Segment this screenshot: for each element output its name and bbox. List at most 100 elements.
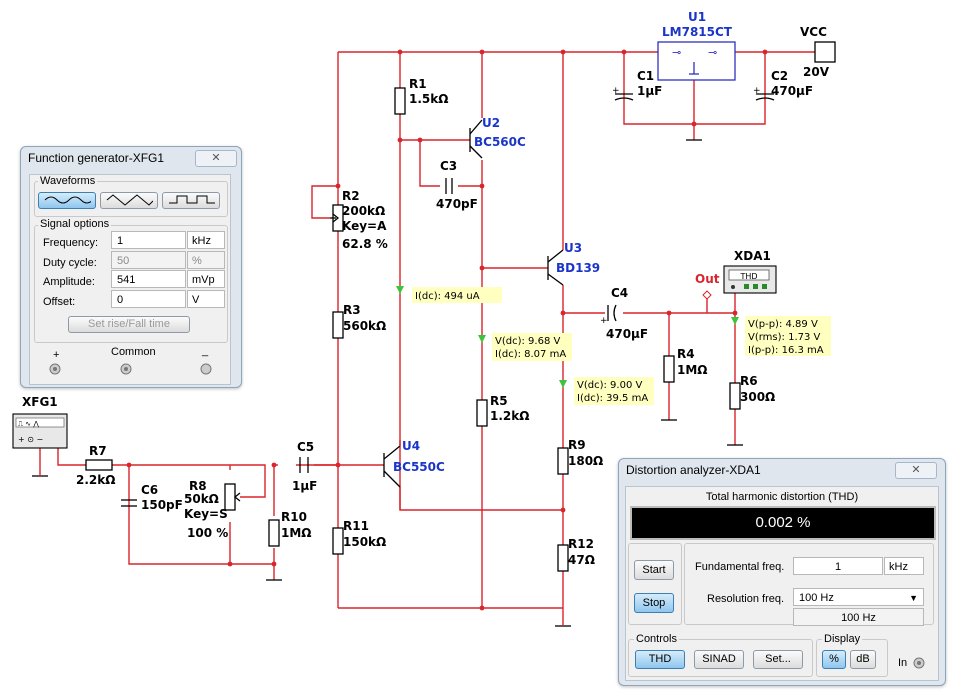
- c2-ref: C2: [771, 69, 788, 83]
- capacitor-c5[interactable]: [299, 457, 309, 473]
- resistor-r3[interactable]: [332, 311, 344, 339]
- frequency-input[interactable]: 1: [111, 231, 186, 249]
- probe-3-box: [574, 377, 654, 405]
- resistor-r6[interactable]: [729, 382, 741, 410]
- function-generator-titlebar[interactable]: Function generator-XFG1 ✕: [21, 147, 241, 169]
- function-generator-icon[interactable]: ⎍ ∿ ⋀ + ⊙ −: [12, 413, 68, 449]
- resistor-r10[interactable]: [268, 519, 280, 547]
- capacitor-c1[interactable]: +: [612, 86, 634, 101]
- resolution-freq-selected: 100 Hz: [799, 592, 834, 604]
- fundamental-freq-input[interactable]: 1: [793, 557, 883, 575]
- frequency-unit-select[interactable]: kHz: [187, 231, 225, 249]
- percent-button[interactable]: %: [822, 650, 846, 669]
- waveforms-group: [34, 181, 228, 217]
- c3-value: 470pF: [436, 197, 478, 211]
- duty-cycle-label: Duty cycle:: [43, 257, 97, 269]
- thd-reading: 0.002 %: [755, 514, 811, 531]
- close-button[interactable]: ✕: [895, 462, 937, 479]
- terminal-connectors: [49, 363, 212, 375]
- c5-ref: C5: [297, 440, 314, 454]
- probe-arrow: [396, 286, 404, 294]
- set-rise-fall-button[interactable]: Set rise/Fall time: [68, 316, 190, 333]
- close-button[interactable]: ✕: [195, 150, 237, 167]
- capacitor-c2[interactable]: +: [753, 86, 775, 101]
- thd-heading: Total harmonic distortion (THD): [705, 491, 859, 503]
- amplitude-input[interactable]: 541: [111, 270, 186, 288]
- offset-input[interactable]: 0: [111, 290, 186, 308]
- db-button[interactable]: dB: [850, 650, 876, 669]
- fundamental-freq-label: Fundamental freq.: [695, 561, 785, 573]
- resistor-r11[interactable]: [332, 527, 344, 555]
- c1-value: 1µF: [637, 84, 662, 98]
- r1-value: 1.5kΩ: [409, 92, 448, 106]
- r12-ref: R12: [568, 537, 594, 551]
- regulator-u1[interactable]: ⊸ ⊸: [657, 41, 736, 81]
- resistor-r4[interactable]: [663, 355, 675, 383]
- xda1-ref: XDA1: [734, 249, 771, 263]
- r5-value: 1.2kΩ: [490, 409, 529, 423]
- amplitude-unit-select[interactable]: mVp: [187, 270, 225, 288]
- sine-wave-button[interactable]: [38, 192, 96, 209]
- input-terminal-connector[interactable]: [911, 655, 927, 671]
- r4-ref: R4: [677, 347, 695, 361]
- amplitude-label: Amplitude:: [43, 276, 95, 288]
- distortion-analyzer-window[interactable]: Distortion analyzer-XDA1 ✕ Total harmoni…: [618, 458, 946, 686]
- r1-ref: R1: [409, 77, 427, 91]
- r3-ref: R3: [343, 303, 361, 317]
- u3-part: BD139: [556, 261, 600, 275]
- c6-ref: C6: [141, 483, 158, 497]
- r6-ref: R6: [740, 374, 758, 388]
- offset-unit-select[interactable]: V: [187, 290, 225, 308]
- resistor-r7[interactable]: [85, 459, 113, 471]
- r8-value: 50kΩ: [184, 492, 219, 506]
- c4-ref: C4: [611, 286, 628, 300]
- fundamental-freq-unit[interactable]: kHz: [884, 557, 924, 575]
- resolution-freq-readout: 100 Hz: [793, 608, 924, 626]
- c4-value: 470µF: [606, 327, 648, 341]
- controls-group: [628, 639, 813, 677]
- transistor-u2[interactable]: [469, 119, 483, 159]
- distortion-analyzer-icon[interactable]: THD: [723, 265, 777, 294]
- offset-label: Offset:: [43, 296, 76, 308]
- start-button[interactable]: Start: [634, 560, 674, 580]
- capacitor-c4[interactable]: +: [600, 304, 617, 326]
- probe-1-box: [412, 287, 502, 303]
- triangle-wave-button[interactable]: [100, 192, 158, 209]
- vcc-source[interactable]: [814, 41, 836, 63]
- sinad-button[interactable]: SINAD: [694, 650, 744, 669]
- probe-4-line-1: V(p-p): 4.89 V: [748, 319, 818, 330]
- u1-part: LM7815CT: [662, 25, 733, 39]
- capacitor-c3[interactable]: [445, 178, 453, 194]
- frequency-label: Frequency:: [43, 237, 99, 249]
- square-wave-button[interactable]: [162, 192, 220, 209]
- transistor-u3[interactable]: [547, 249, 564, 286]
- thd-button[interactable]: THD: [635, 650, 685, 669]
- c3-ref: C3: [440, 159, 457, 173]
- distortion-analyzer-body: Total harmonic distortion (THD) 0.002 % …: [625, 486, 939, 681]
- probe-4-line-3: I(p-p): 16.3 mA: [748, 345, 824, 356]
- u2-part: BC560C: [474, 135, 526, 149]
- resistor-r1[interactable]: [394, 87, 406, 115]
- probe-2-box: [492, 333, 572, 361]
- resistor-r9[interactable]: [557, 447, 569, 475]
- set-button[interactable]: Set...: [753, 650, 803, 669]
- probe-2-line-2: I(dc): 8.07 mA: [495, 349, 566, 360]
- function-generator-window[interactable]: Function generator-XFG1 ✕ Waveforms Sign…: [20, 146, 242, 388]
- r10-ref: R10: [281, 510, 307, 524]
- capacitor-c6[interactable]: [121, 499, 137, 507]
- probe-arrow: [559, 380, 567, 388]
- transistor-u4[interactable]: [383, 445, 401, 488]
- r7-ref: R7: [89, 444, 107, 458]
- r2-value: 200kΩ: [342, 204, 385, 218]
- out-marker[interactable]: [702, 290, 712, 300]
- resistor-r5[interactable]: [476, 399, 488, 427]
- r8-ref: R8: [189, 479, 207, 493]
- stop-button[interactable]: Stop: [634, 593, 674, 613]
- duty-cycle-input[interactable]: 50: [111, 251, 186, 269]
- r7-value: 2.2kΩ: [76, 473, 115, 487]
- svg-text:⊸: ⊸: [672, 46, 681, 59]
- resolution-freq-select[interactable]: 100 Hz ▼: [793, 588, 924, 606]
- resistor-r12[interactable]: [557, 544, 569, 572]
- distortion-analyzer-titlebar[interactable]: Distortion analyzer-XDA1 ✕: [619, 459, 945, 481]
- r6-value: 300Ω: [740, 390, 775, 404]
